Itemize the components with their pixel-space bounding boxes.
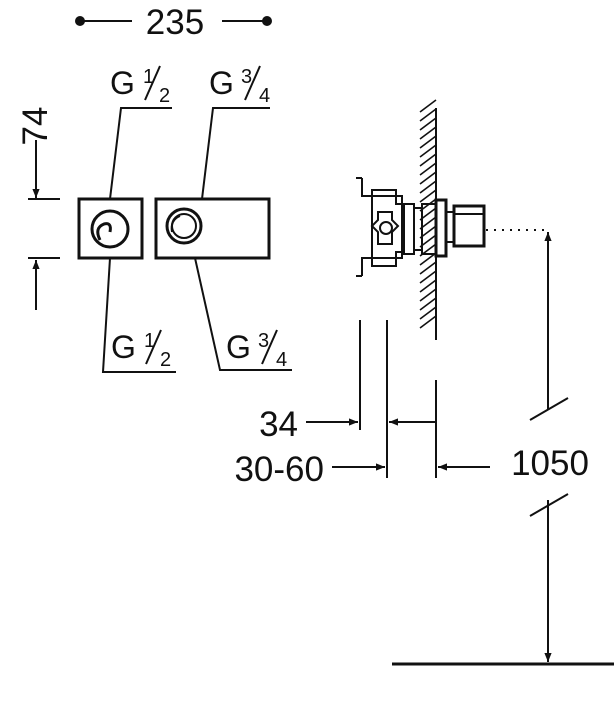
svg-text:2: 2 (159, 85, 170, 107)
wall-hatch-line (419, 180, 437, 194)
right-knob-icon (165, 207, 203, 245)
wall-hatch-line (419, 306, 437, 320)
svg-text:1: 1 (143, 66, 154, 88)
wall-hatch-line (419, 153, 437, 167)
wall-hatch-line (419, 270, 437, 284)
wall-hatch-line (419, 171, 437, 185)
wall-hatch-line (419, 315, 437, 329)
wall-hatch-line (419, 117, 437, 131)
spacing-dimension-label: 74 (16, 107, 55, 146)
svg-text:3: 3 (241, 66, 252, 88)
height-dimension: 1050 (392, 232, 614, 666)
wall-hatch-line (419, 297, 437, 311)
wall-hatch-line (419, 135, 437, 149)
right-plate (154, 197, 271, 260)
connection-label-right-bottom: G 3 4 (226, 329, 287, 371)
wall-hatch-line (419, 126, 437, 140)
depth-min-label: 34 (259, 405, 298, 444)
svg-text:4: 4 (259, 85, 270, 107)
svg-text:3: 3 (258, 330, 269, 352)
svg-text:2: 2 (160, 349, 171, 371)
svg-text:1: 1 (144, 330, 155, 352)
depth-range-label: 30-60 (234, 450, 324, 489)
width-dimension: 235 (75, 3, 272, 42)
svg-text:G: G (226, 329, 251, 365)
svg-text:G: G (110, 65, 135, 101)
connection-label-left-top: G 1 2 (110, 65, 170, 107)
width-dimension-label: 235 (146, 3, 204, 42)
left-knob-icon (90, 209, 130, 249)
wall-section (419, 99, 437, 340)
wall-hatch-line (419, 99, 437, 113)
height-dimension-label: 1050 (511, 444, 589, 483)
depth-dimensions: 34 30-60 (234, 320, 490, 489)
wall-hatch-line (419, 288, 437, 302)
wall-hatch-line (419, 279, 437, 293)
valve-body-side-view (356, 177, 545, 277)
connection-label-right-top: G 3 4 (209, 65, 270, 107)
spacing-dimension: 74 (16, 107, 60, 310)
svg-text:G: G (209, 65, 234, 101)
svg-text:4: 4 (276, 349, 287, 371)
front-view (77, 107, 292, 373)
wall-hatch-line (419, 144, 437, 158)
wall-hatch-line (419, 108, 437, 122)
svg-text:G: G (111, 329, 136, 365)
wall-hatch-line (419, 189, 437, 203)
connection-label-left-bottom: G 1 2 (111, 329, 171, 371)
wall-hatch-line (419, 261, 437, 275)
wall-hatch-line (419, 162, 437, 176)
